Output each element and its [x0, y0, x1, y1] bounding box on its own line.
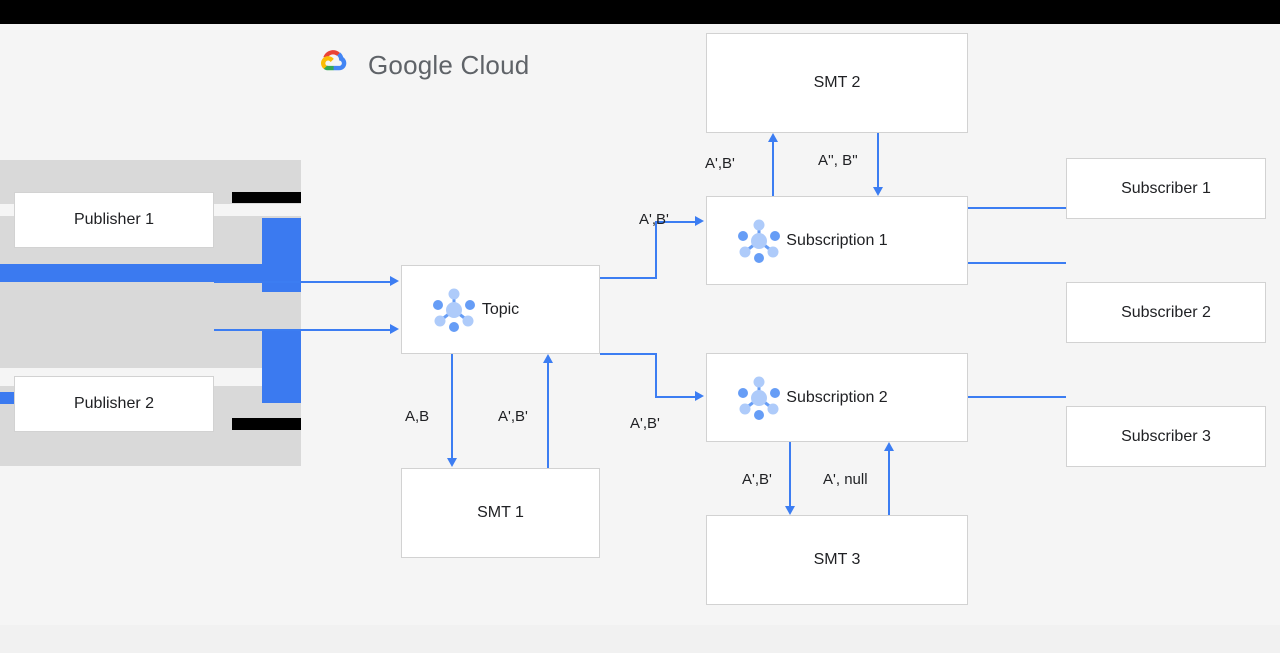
edge-label-smt3-sub2: A', null [823, 471, 868, 488]
render-artifact-black [232, 418, 301, 430]
node-subscriber-3[interactable]: Subscriber 3 [1066, 406, 1266, 467]
node-label: Publisher 2 [73, 395, 155, 412]
edge-sub1-subscriber1 [968, 207, 1066, 209]
node-smt-3[interactable]: SMT 3 [706, 515, 968, 605]
google-cloud-logo: Google Cloud [309, 43, 529, 88]
edge-sub1-smt2 [772, 142, 774, 196]
node-label: SMT 3 [813, 551, 861, 568]
node-label: SMT 2 [813, 74, 861, 91]
node-label: Subscription 1 [786, 231, 888, 249]
node-label: Subscriber 1 [1121, 179, 1211, 197]
edge-label-sub1-smt2: A',B' [705, 155, 735, 172]
edge-label-smt2-sub1: A'', B'' [818, 152, 858, 169]
node-subscription-2[interactable]: Subscription 2 [706, 353, 968, 442]
arrowhead [446, 458, 457, 467]
bottom-strip [0, 625, 1280, 653]
google-cloud-wordmark: Google Cloud [368, 50, 529, 81]
arrowhead [390, 276, 399, 286]
edge-topic-sub1 [655, 221, 697, 223]
render-artifact-black [232, 192, 301, 203]
edge-label-topic-smt1: A,B [405, 408, 430, 425]
arrowhead [767, 133, 778, 142]
node-publisher-2[interactable]: Publisher 2 [14, 376, 214, 432]
node-label: Publisher 1 [73, 211, 155, 228]
node-smt-1[interactable]: SMT 1 [401, 468, 600, 558]
render-artifact-blue [0, 264, 262, 282]
node-subscriber-1[interactable]: Subscriber 1 [1066, 158, 1266, 219]
edge-smt2-sub1 [877, 133, 879, 187]
edge-label-smt1-topic: A',B' [498, 408, 528, 425]
edge-topic-sub2 [655, 396, 697, 398]
arrowhead [784, 506, 795, 515]
google-cloud-logo-icon [309, 43, 355, 88]
arrowhead [872, 187, 883, 196]
edge-label-topic-sub2: A',B' [630, 415, 660, 432]
node-smt-2[interactable]: SMT 2 [706, 33, 968, 133]
arrowhead [883, 442, 894, 451]
node-label: Topic [481, 300, 520, 318]
render-artifact-blue [262, 330, 301, 403]
edge-label-sub2-smt3: A',B' [742, 471, 772, 488]
node-label: Subscription 2 [786, 388, 888, 406]
edge-publisher1-topic [214, 281, 392, 283]
wordmark-google: Google [368, 50, 454, 80]
node-label: Subscriber 2 [1121, 303, 1211, 321]
arrowhead [542, 354, 553, 363]
edge-topic-sub1 [600, 277, 657, 279]
render-artifact-blue [262, 218, 301, 292]
edge-sub1-subscriber2 [968, 262, 1066, 264]
edge-topic-smt1 [451, 354, 453, 458]
edge-topic-sub2 [600, 353, 657, 355]
edge-topic-sub1 [655, 221, 657, 279]
pubsub-hub-icon [733, 215, 785, 267]
edge-sub2-smt3 [789, 442, 791, 506]
arrowhead [390, 324, 399, 334]
pubsub-hub-icon [733, 372, 785, 424]
edge-smt1-topic [547, 363, 549, 468]
arrowhead [695, 216, 704, 226]
top-black-bar [0, 0, 1280, 24]
pubsub-hub-icon [428, 284, 480, 336]
edge-label-topic-sub1: A',B' [639, 211, 669, 228]
node-subscription-1[interactable]: Subscription 1 [706, 196, 968, 285]
arrowhead [695, 391, 704, 401]
edge-smt3-sub2 [888, 451, 890, 515]
edge-sub2-subscriber3 [968, 396, 1066, 398]
node-subscriber-2[interactable]: Subscriber 2 [1066, 282, 1266, 343]
wordmark-cloud: Cloud [460, 50, 530, 80]
edge-publisher2-topic [214, 329, 392, 331]
node-publisher-1[interactable]: Publisher 1 [14, 192, 214, 248]
render-artifact-band [0, 278, 301, 368]
node-label: Subscriber 3 [1121, 427, 1211, 445]
render-artifact-blue [0, 392, 14, 404]
node-label: SMT 1 [477, 504, 524, 521]
node-topic[interactable]: Topic [401, 265, 600, 354]
edge-topic-sub2 [655, 353, 657, 397]
